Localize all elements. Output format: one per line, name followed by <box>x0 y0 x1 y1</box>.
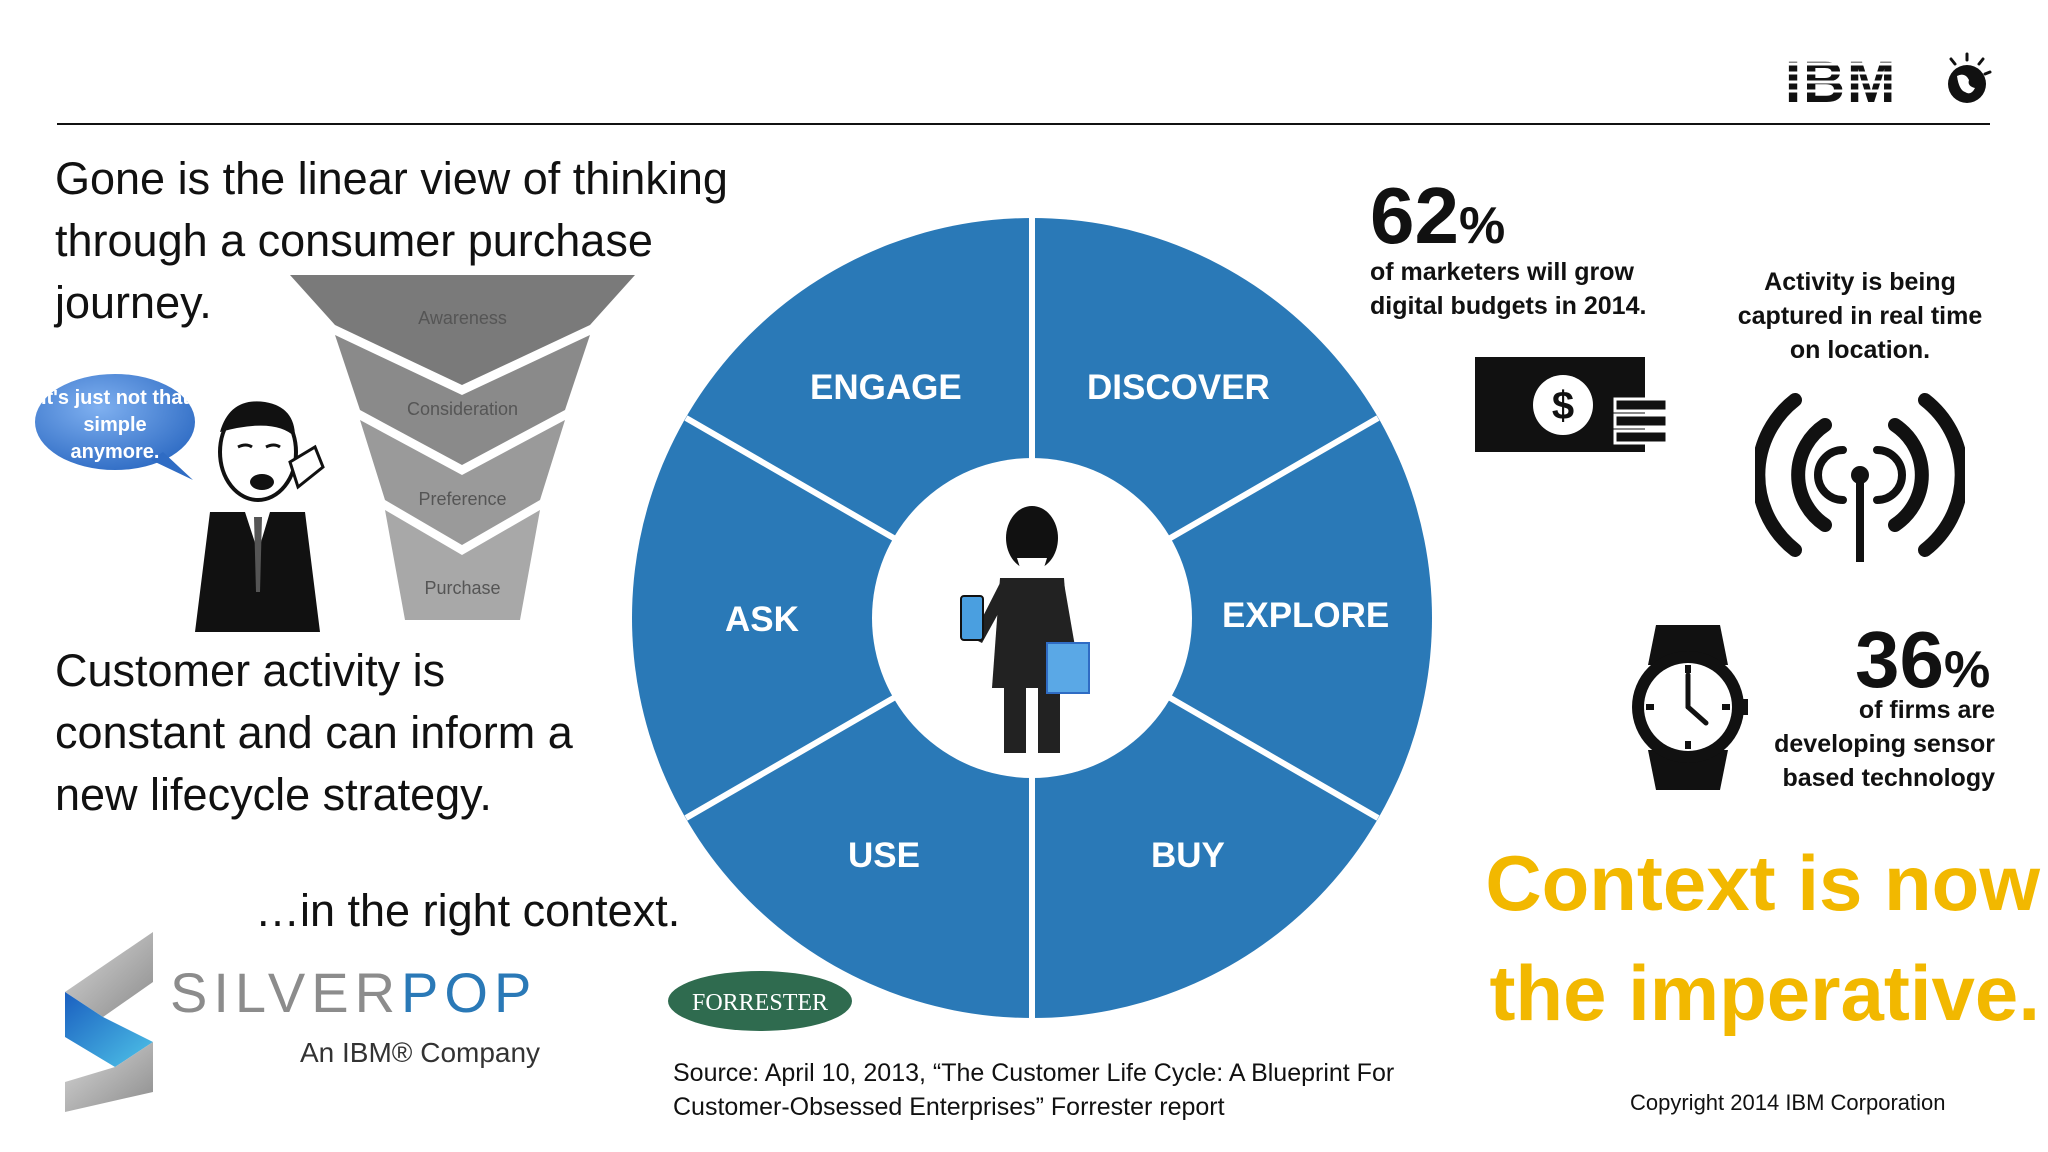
subhead: Customer activity is constant and can in… <box>55 645 573 820</box>
customer-with-phone-icon <box>960 506 1090 753</box>
wheel-segment-engage: ENGAGE <box>810 368 962 407</box>
ibm-logo: IBM <box>1785 52 1992 112</box>
speech-bubble <box>35 374 195 480</box>
headline: Gone is the linear view of thinking thro… <box>55 153 728 328</box>
funnel-stage-preference: Preference <box>418 489 507 509</box>
dollar-bill-icon: $ <box>1475 357 1669 452</box>
forrester-logo: FORRESTER <box>668 971 852 1031</box>
copyright: Copyright 2014 IBM Corporation <box>1630 1090 1946 1115</box>
customer-lifecycle-wheel <box>632 218 1432 1018</box>
signal-antenna-icon <box>1755 393 1965 562</box>
wheel-segment-buy: BUY <box>1151 836 1225 875</box>
imperative-statement: Context is now the imperative. <box>1485 839 2040 1037</box>
source-citation: Source: April 10, 2013, “The Customer Li… <box>673 1059 1395 1121</box>
silverpop-logo: SILVERPOP An IBM® Company <box>65 932 540 1112</box>
context-line: …in the right context. <box>255 885 681 936</box>
stat-62-text: of marketers will grow digital budgets i… <box>1370 258 1647 320</box>
wheel-segment-discover: DISCOVER <box>1087 368 1270 407</box>
svg-text:FORRESTER: FORRESTER <box>692 990 828 1016</box>
activity-text: Activity is being captured in real time … <box>1737 268 1983 364</box>
stat-36-value: 36% <box>1855 615 1991 704</box>
svg-text:$: $ <box>1552 384 1574 428</box>
stat-62-value: 62% <box>1370 171 1506 260</box>
shouting-man-illustration <box>195 401 325 632</box>
globe-icon <box>1948 52 1992 103</box>
funnel-stage-awareness: Awareness <box>418 308 507 328</box>
wristwatch-icon <box>1632 625 1748 790</box>
speech-bubble-text: It's just not that simple anymore. <box>40 387 190 463</box>
svg-text:An IBM® Company: An IBM® Company <box>300 1037 540 1068</box>
funnel-stage-purchase: Purchase <box>424 578 501 598</box>
wheel-segment-use: USE <box>848 836 920 875</box>
wheel-segment-ask: ASK <box>725 600 799 639</box>
svg-text:SILVERPOP: SILVERPOP <box>170 961 537 1024</box>
stat-36-text: of firms are developing sensor based tec… <box>1774 696 1995 792</box>
purchase-funnel <box>290 275 635 620</box>
header-rule <box>57 123 1990 125</box>
wheel-segment-explore: EXPLORE <box>1222 596 1390 635</box>
funnel-stage-consideration: Consideration <box>406 399 519 419</box>
